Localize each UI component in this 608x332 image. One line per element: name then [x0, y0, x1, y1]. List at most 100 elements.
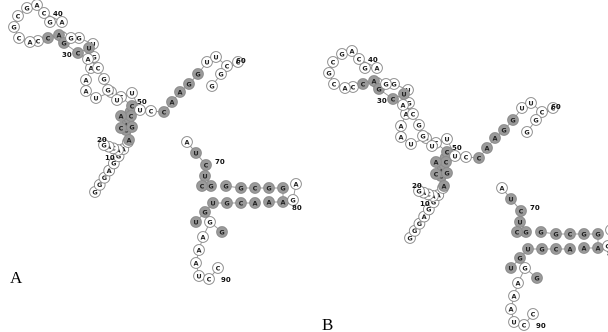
nucleotide-circle — [12, 10, 24, 22]
nucleotide-b-36: G — [323, 67, 335, 79]
nucleotide-b-63: U — [525, 97, 537, 109]
nucleotide-circle — [535, 226, 547, 238]
nucleotide-letter: G — [111, 160, 116, 168]
nucleotide-letter: A — [433, 158, 438, 166]
nucleotide-circle — [413, 185, 425, 197]
nucleotide-b-89: G — [531, 272, 543, 284]
nucleotide-circle — [212, 262, 224, 274]
nucleotide-circle — [525, 97, 537, 109]
nucleotide-b-91: A — [512, 277, 524, 289]
nucleotide-circle — [395, 120, 407, 132]
nucleotide-a-41: A — [56, 16, 68, 28]
nucleotide-circle — [158, 106, 170, 118]
nucleotide-letter: G — [290, 196, 295, 204]
nucleotide-b-87: G — [514, 252, 526, 264]
nucleotide-letter: G — [426, 206, 431, 214]
nucleotide-circle — [235, 182, 247, 194]
nucleotide-letter: C — [207, 275, 212, 283]
nucleotide-b-54: G — [441, 167, 453, 179]
nucleotide-circle — [287, 194, 299, 206]
position-number-b-70: 70 — [530, 204, 540, 212]
nucleotide-b-40: C — [353, 53, 365, 65]
nucleotide-circle — [380, 78, 392, 90]
nucleotide-b-86: U — [522, 243, 534, 255]
nucleotide-circle — [521, 126, 533, 138]
nucleotide-a-52: A — [115, 110, 127, 122]
nucleotide-b-80: A — [578, 242, 590, 254]
structure-panel-b: GGGAGGACACAGCCGCCCGUAAAGUGUCCAGCUACGCGAC… — [323, 45, 608, 331]
nucleotide-letter: G — [209, 82, 214, 90]
nucleotide-letter: A — [27, 38, 32, 46]
nucleotide-circle — [196, 180, 208, 192]
nucleotide-letter: U — [193, 149, 198, 157]
nucleotide-letter: A — [441, 182, 446, 190]
nucleotide-letter: C — [531, 310, 536, 318]
position-number-b-40: 40 — [368, 56, 378, 64]
nucleotide-letter: U — [210, 199, 215, 207]
nucleotide-a-50: U — [134, 104, 146, 116]
nucleotide-letter: U — [129, 89, 134, 97]
nucleotide-letter: G — [524, 128, 529, 136]
nucleotide-letter: C — [216, 264, 221, 272]
nucleotide-b-90: G — [519, 262, 531, 274]
nucleotide-letter: A — [484, 144, 489, 152]
nucleotide-letter: G — [362, 64, 367, 72]
nucleotide-circle — [522, 243, 534, 255]
nucleotide-circle — [263, 182, 275, 194]
nucleotide-b-81: A — [605, 224, 608, 236]
nucleotide-circle — [547, 102, 559, 114]
nucleotide-letter: C — [464, 153, 469, 161]
nucleotide-letter: A — [34, 1, 39, 9]
nucleotide-b-64: C — [536, 106, 548, 118]
nucleotide-circle — [536, 106, 548, 118]
nucleotide-letter: G — [219, 228, 224, 236]
nucleotide-circle — [605, 224, 608, 236]
nucleotide-letter: U — [508, 195, 513, 203]
nucleotide-b-70: C — [511, 226, 523, 238]
position-number-a-80: 80 — [292, 204, 302, 212]
nucleotide-a-95: C — [203, 273, 215, 285]
nucleotide-b-59: A — [489, 132, 501, 144]
nucleotide-b-96: C — [527, 308, 539, 320]
nucleotide-letter: G — [339, 50, 344, 58]
nucleotide-letter: C — [76, 49, 81, 57]
nucleotide-b-77: G — [578, 228, 590, 240]
nucleotide-circle — [564, 243, 576, 255]
nucleotide-a-73: A — [181, 136, 193, 148]
nucleotide-b-71: C — [515, 205, 527, 217]
nucleotide-letter: G — [510, 116, 515, 124]
nucleotide-letter: G — [68, 34, 73, 42]
nucleotide-circle — [536, 243, 548, 255]
position-number-a-40: 40 — [53, 10, 63, 18]
nucleotide-letter: G — [533, 116, 538, 124]
nucleotide-letter: U — [511, 318, 516, 326]
nucleotide-b-66: G — [530, 114, 542, 126]
nucleotide-a-68: U — [199, 170, 211, 182]
nucleotide-circle — [232, 56, 244, 68]
nucleotide-b-39: A — [346, 45, 358, 57]
nucleotide-letter: G — [444, 169, 449, 177]
nucleotide-a-42: G — [44, 16, 56, 28]
nucleotide-letter: C — [357, 55, 362, 63]
nucleotide-b-83: A — [564, 243, 576, 255]
nucleotide-a-64: C — [221, 60, 233, 72]
nucleotide-b-49: U — [441, 133, 453, 145]
nucleotide-a-71: C — [200, 159, 212, 171]
nucleotide-a-91: A — [197, 231, 209, 243]
nucleotide-circle — [357, 78, 369, 90]
nucleotide-circle — [508, 290, 520, 302]
nucleotide-a-76: C — [249, 182, 261, 194]
nucleotide-circle — [426, 140, 438, 152]
nucleotide-letter: G — [420, 132, 425, 140]
nucleotide-letter: A — [374, 64, 379, 72]
nucleotide-b-56: C — [460, 151, 472, 163]
nucleotide-a-62: U — [201, 56, 213, 68]
nucleotide-letter: C — [540, 108, 545, 116]
nucleotide-letter: A — [56, 31, 61, 39]
nucleotide-circle — [82, 53, 94, 65]
nucleotide-a-54: G — [126, 121, 138, 133]
nucleotide-letter: C — [96, 64, 101, 72]
nucleotide-circle — [481, 142, 493, 154]
nucleotide-b-51: C — [440, 156, 452, 168]
